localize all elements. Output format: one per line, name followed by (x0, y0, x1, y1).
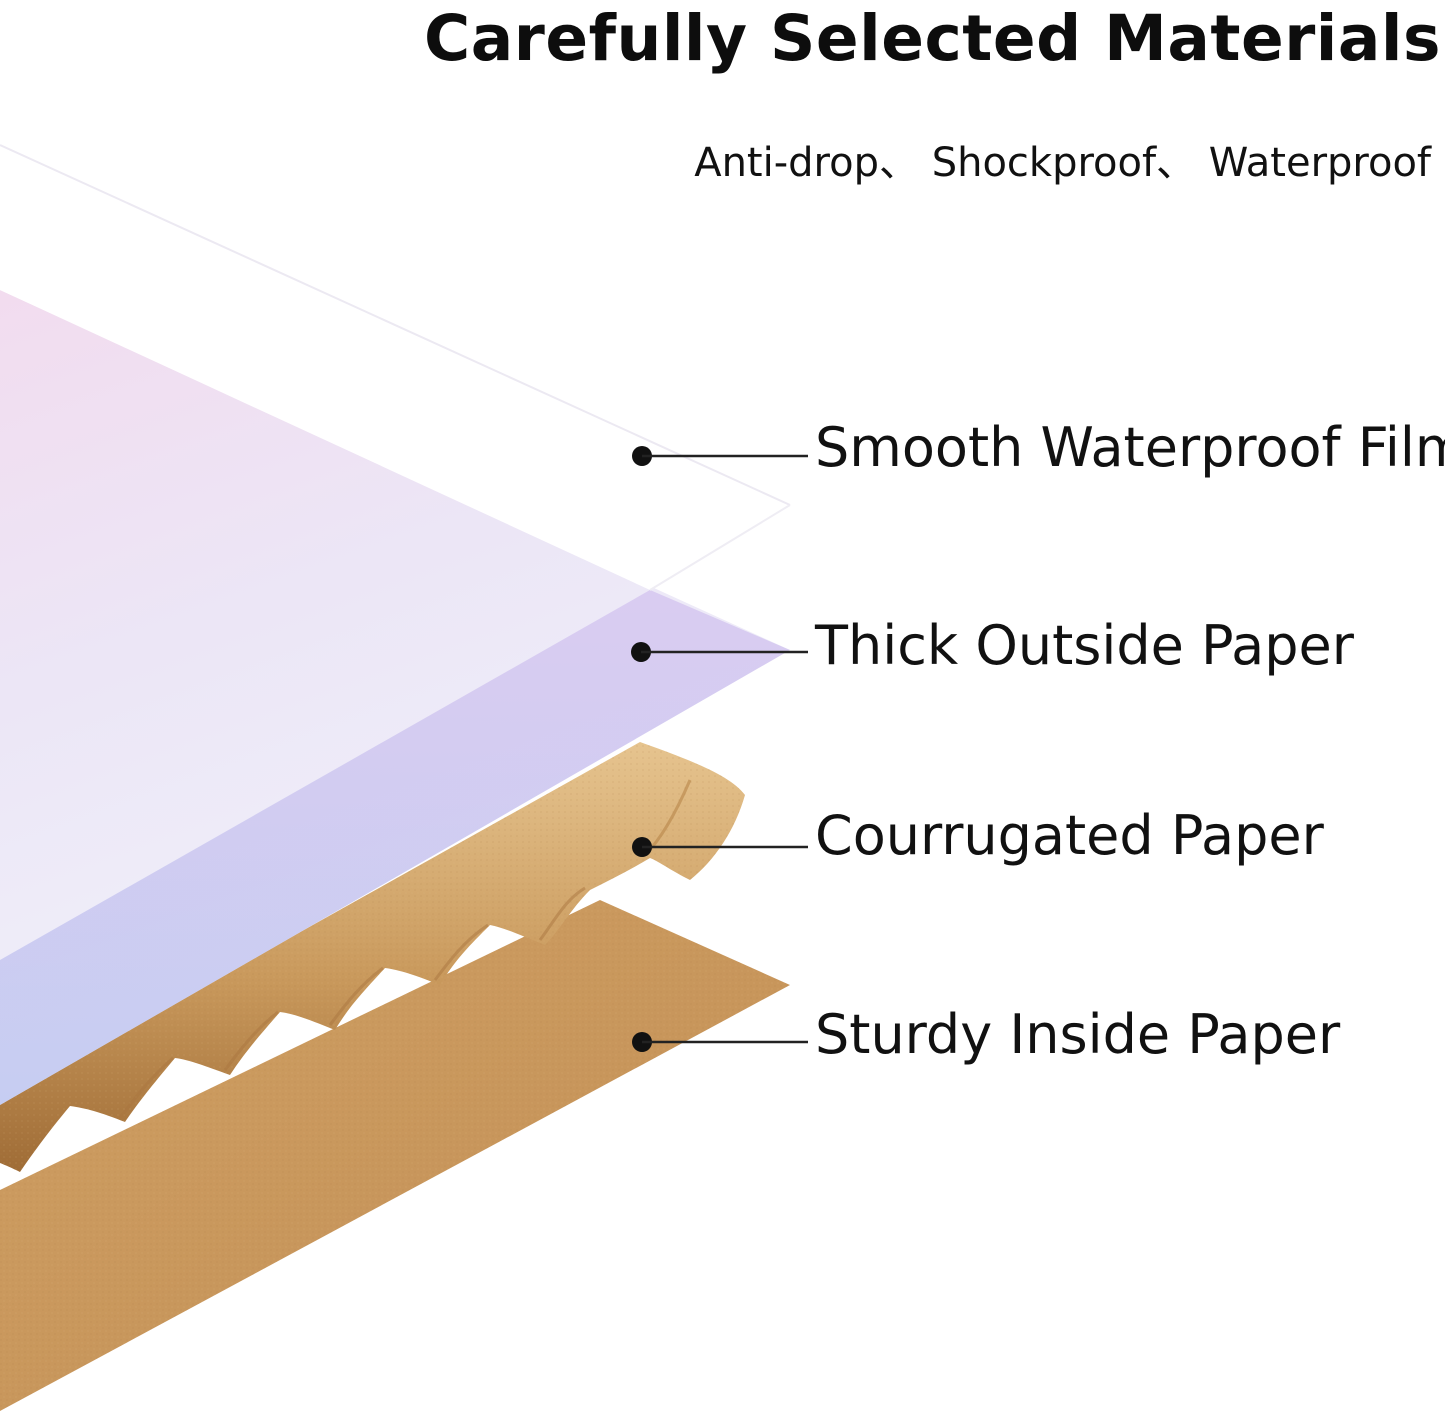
layer-label-waterproof-film: Smooth Waterproof Film (815, 416, 1445, 479)
layer-label-outside-paper: Thick Outside Paper (815, 614, 1354, 677)
waterproof-film-layer (0, 144, 791, 591)
corrugated-paper-layer (0, 742, 745, 1172)
layer-label-inside-paper: Sturdy Inside Paper (815, 1003, 1341, 1066)
leader-line-3 (632, 1032, 808, 1052)
inside-paper-layer (0, 900, 790, 1411)
leader-line-2 (632, 837, 808, 857)
leader-line-0 (632, 446, 808, 466)
outside-paper-layer (0, 290, 790, 1105)
page-subtitle: Anti-drop、 Shockproof、 Waterproof (694, 140, 1431, 186)
layer-label-corrugated-paper: Courrugated Paper (815, 804, 1324, 867)
leader-line-1 (631, 642, 808, 662)
page-title: Carefully Selected Materials (424, 2, 1441, 75)
